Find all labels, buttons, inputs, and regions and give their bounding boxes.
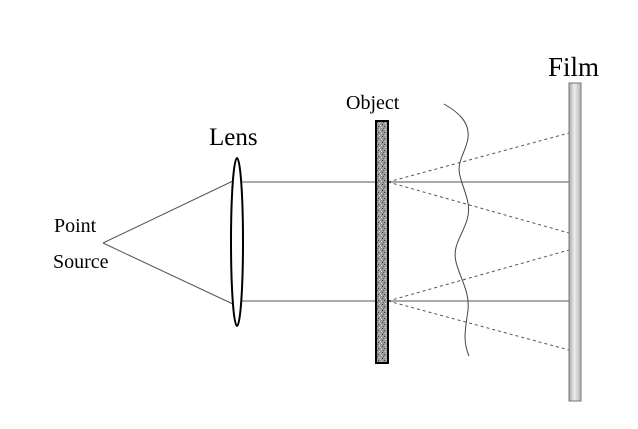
point-label: Point (54, 215, 97, 237)
source-ray-upper (102, 179, 236, 244)
film-plate (568, 82, 582, 402)
source-label: Source (53, 251, 109, 273)
scattered-ray (387, 181, 570, 234)
scattered-ray (387, 249, 570, 302)
object-plate (375, 120, 389, 364)
film-label: Film (548, 52, 599, 82)
source-ray-lower (102, 242, 236, 306)
scattered-rays (387, 132, 570, 351)
object-wavefront (443, 103, 470, 357)
object-label: Object (346, 92, 400, 114)
scattered-ray (387, 132, 570, 183)
lens-shape (230, 157, 244, 327)
scattered-ray (387, 300, 570, 351)
lens-label: Lens (209, 124, 258, 151)
